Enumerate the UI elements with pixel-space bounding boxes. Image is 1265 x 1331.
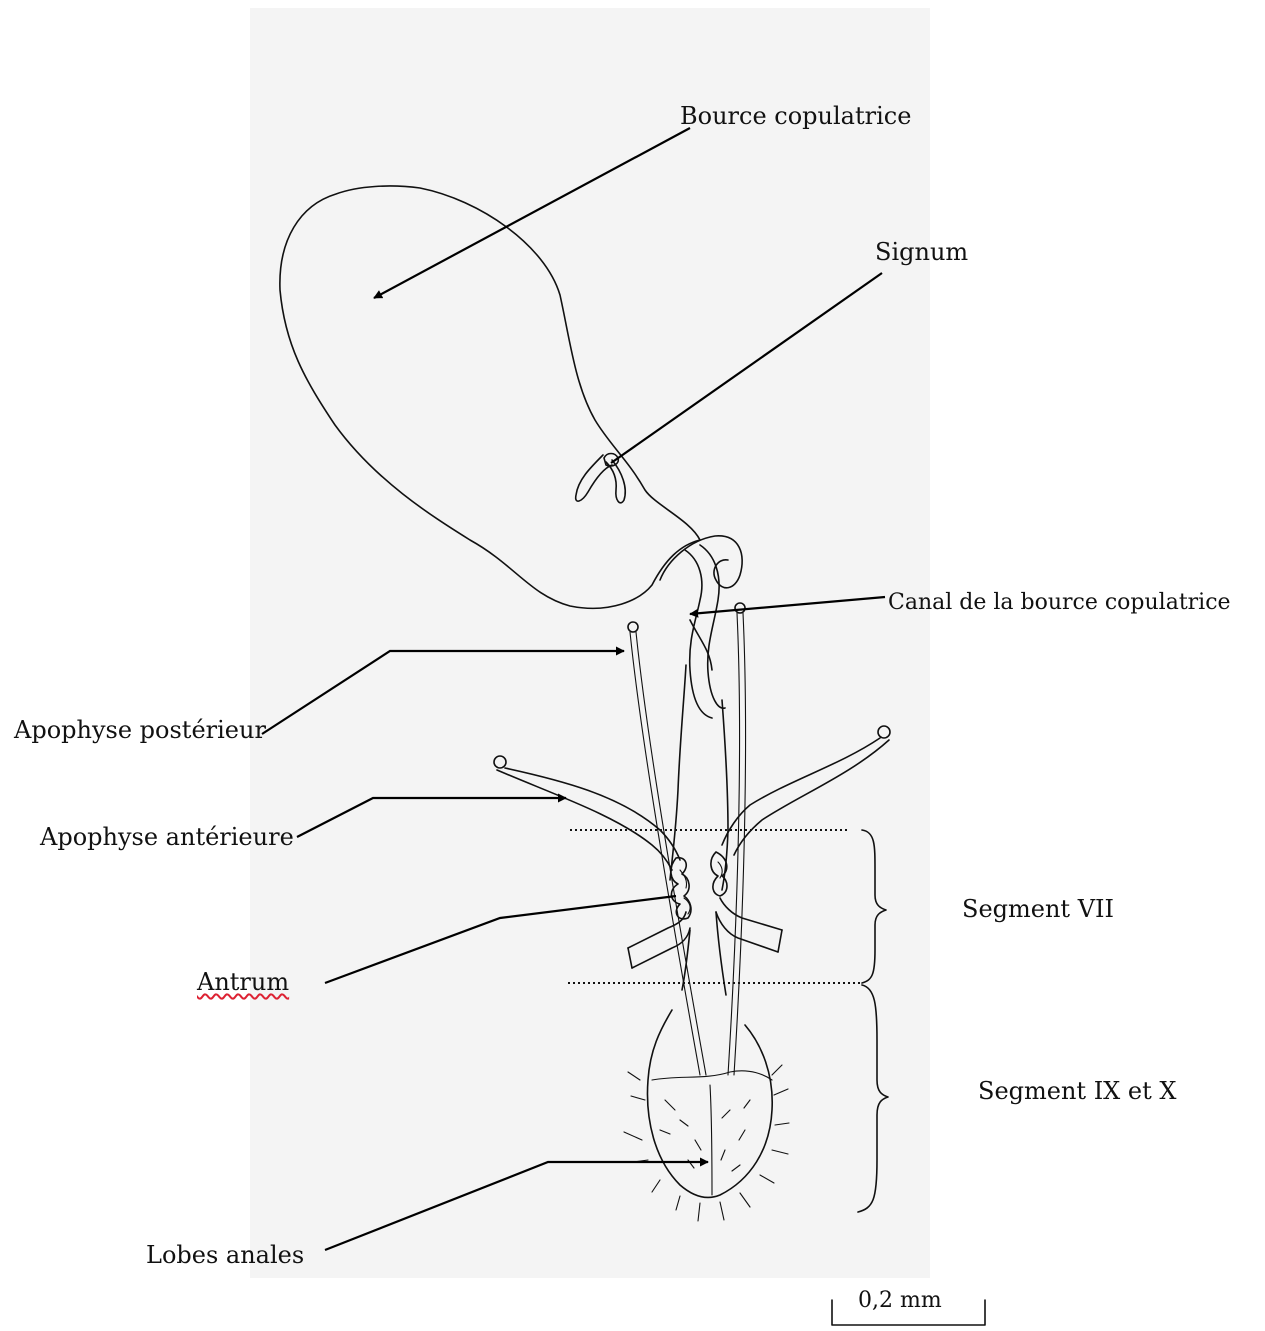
signum-leader-line bbox=[611, 273, 882, 463]
antrum-leader-line bbox=[325, 896, 676, 983]
lobes-leader-arrow bbox=[325, 1162, 708, 1250]
canal-leader-arrow bbox=[690, 597, 885, 614]
label-canal-bourse: Canal de la bource copulatrice bbox=[888, 592, 1231, 614]
apophyse-anterior-leader-arrow bbox=[297, 798, 566, 837]
segment-ix-x-brace bbox=[858, 985, 888, 1212]
label-segment-ix-x: Segment IX et X bbox=[978, 1079, 1176, 1103]
label-signum: Signum bbox=[875, 240, 968, 264]
label-antrum: Antrum bbox=[197, 970, 289, 994]
sternite-plate bbox=[628, 898, 782, 995]
ductus-bursae bbox=[660, 536, 742, 890]
bursa-leader-arrow bbox=[374, 128, 690, 298]
anal-lobes bbox=[624, 1010, 789, 1221]
label-apophyse-anterieure: Apophyse antérieure bbox=[40, 825, 294, 849]
bursa-copulatrix-outline bbox=[280, 186, 700, 608]
segment-vii-brace bbox=[862, 830, 886, 983]
label-segment-vii: Segment VII bbox=[962, 897, 1114, 921]
apophyse-posterior-leader-arrow bbox=[262, 651, 624, 734]
label-lobes-anales: Lobes anales bbox=[146, 1243, 304, 1267]
label-bourse-copulatrice: Bource copulatrice bbox=[680, 104, 911, 128]
antrum-structure bbox=[671, 852, 727, 919]
signum-structure bbox=[576, 454, 626, 503]
scale-bar-label: 0,2 mm bbox=[858, 1290, 942, 1312]
label-apophyse-posterieur: Apophyse postérieur bbox=[14, 718, 266, 742]
